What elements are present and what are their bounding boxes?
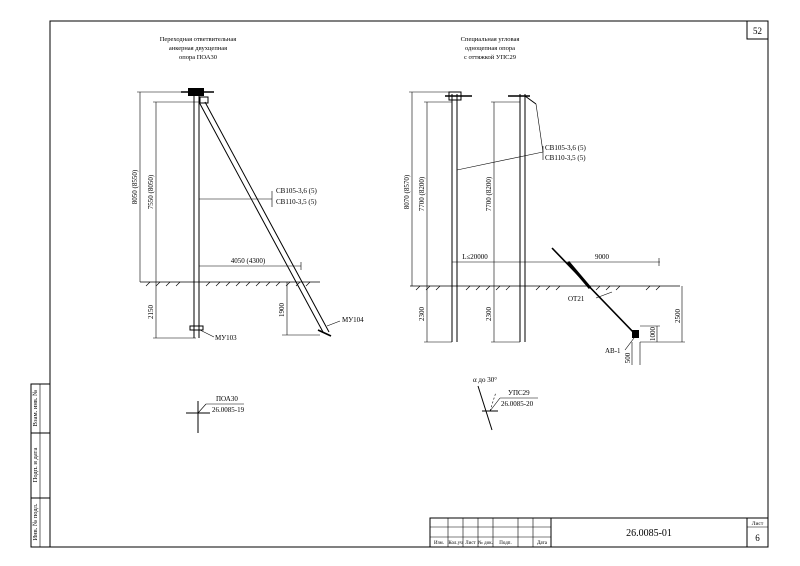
right-guy-label: ОТ21: [568, 295, 585, 303]
right-guy-wire: [551, 247, 638, 337]
tb-header-izm: Изм.: [434, 541, 444, 546]
tb-header-kol: Кол.уч: [448, 541, 463, 546]
document-code: 26.0085-01: [626, 528, 672, 539]
left-insulator-2: СВ110-3,5 (5): [276, 198, 317, 206]
stamp-inventory-label: Инв. № подл.: [32, 503, 39, 540]
title-block: Изм. Кол.уч Лист № док. Подп. Дата 26.00…: [429, 517, 769, 548]
tb-header-sign: Подп.: [499, 541, 511, 546]
left-plan-code: 26.0085-19: [212, 406, 245, 414]
right-insulator-2: СВ110-3,5 (5): [545, 154, 586, 162]
right-dim-guy-depth: 2500: [674, 309, 682, 324]
foundation-mu103: [189, 325, 204, 331]
right-title-line-1: Специальная угловая: [461, 36, 520, 43]
left-pole-title: Переходная ответвительная анкерная двухц…: [160, 36, 237, 61]
tb-header-date: Дата: [537, 541, 548, 546]
sheet-value: 6: [755, 533, 760, 543]
tb-header-doc: № док.: [478, 540, 493, 546]
left-pole-drawing: [137, 88, 341, 339]
right-dim-total: 8070 (8570): [403, 174, 411, 209]
right-pole-labels: 8070 (8570) 7700 (8200) 7700 (8200) 2300…: [403, 144, 682, 363]
left-plan-symbol: ПОА30 26.0085-19: [186, 395, 245, 433]
right-dim-anchor-w: 500: [624, 352, 632, 363]
left-title-line-3: опора ПОА30: [179, 54, 217, 61]
right-plan-code: 26.0085-20: [501, 400, 534, 408]
sheet-label: Лист: [752, 521, 764, 527]
sheet-number-box: 52: [746, 20, 769, 40]
right-title-line-3: с оттяжкой УПС29: [464, 54, 516, 61]
left-foundation-mu104: МУ104: [342, 316, 364, 324]
left-dim-lower: 2150: [147, 305, 155, 320]
left-dim-brace-depth: 1900: [278, 303, 286, 318]
left-dim-upper: 7550 (8050): [147, 174, 155, 209]
tb-header-list: Лист: [465, 541, 476, 546]
right-plan-label: УПС29: [508, 389, 530, 397]
right-insulator-1: СВ105-3,6 (5): [545, 144, 587, 152]
stamp-sign-date-label: Подп. и дата: [32, 448, 39, 483]
left-dim-brace-base: 4050 (4300): [231, 257, 266, 265]
drawing-frame: [49, 20, 769, 548]
right-dim-anchor-h: 1000: [649, 327, 657, 342]
right-dim-guy-base: 9000: [595, 253, 610, 261]
left-brace-line-1: [198, 101, 324, 333]
right-dim-upper-a: 7700 (8200): [418, 176, 426, 211]
right-dim-upper-b: 7700 (8200): [485, 176, 493, 211]
stamp-replace-label: Взам. инв. №: [32, 390, 39, 427]
right-anchor-label: АВ-1: [605, 347, 621, 355]
right-pole-title: Специальная угловая одноцепная опора с о…: [461, 36, 520, 61]
left-dim-total: 8050 (8550): [131, 169, 139, 204]
right-angle-label: α до 30°: [473, 376, 497, 384]
right-dim-lower-b: 2300: [485, 307, 493, 322]
left-brace-line-2: [204, 101, 330, 333]
right-title-line-2: одноцепная опора: [465, 45, 515, 52]
left-plan-label: ПОА30: [216, 395, 238, 403]
left-title-line-1: Переходная ответвительная: [160, 36, 237, 43]
left-title-line-2: анкерная двухцепная: [169, 45, 227, 52]
right-dim-lower-a: 2300: [418, 307, 426, 322]
side-stamp: Инв. № подл. Подп. и дата Взам. инв. №: [30, 383, 51, 548]
left-foundation-mu103: МУ103: [215, 334, 237, 342]
right-pole-drawing: [409, 91, 685, 365]
left-pole-labels: 8050 (8550) 7550 (8050) 2150 1900 4050 (…: [131, 169, 364, 342]
right-anchor: [632, 330, 639, 338]
left-insulator-1: СВ105-3,6 (5): [276, 187, 318, 195]
right-dim-span: L≤20000: [462, 253, 488, 261]
right-plan-symbol: α до 30° УПС29 26.0085-20: [473, 376, 538, 431]
sheet-number: 52: [753, 26, 762, 36]
